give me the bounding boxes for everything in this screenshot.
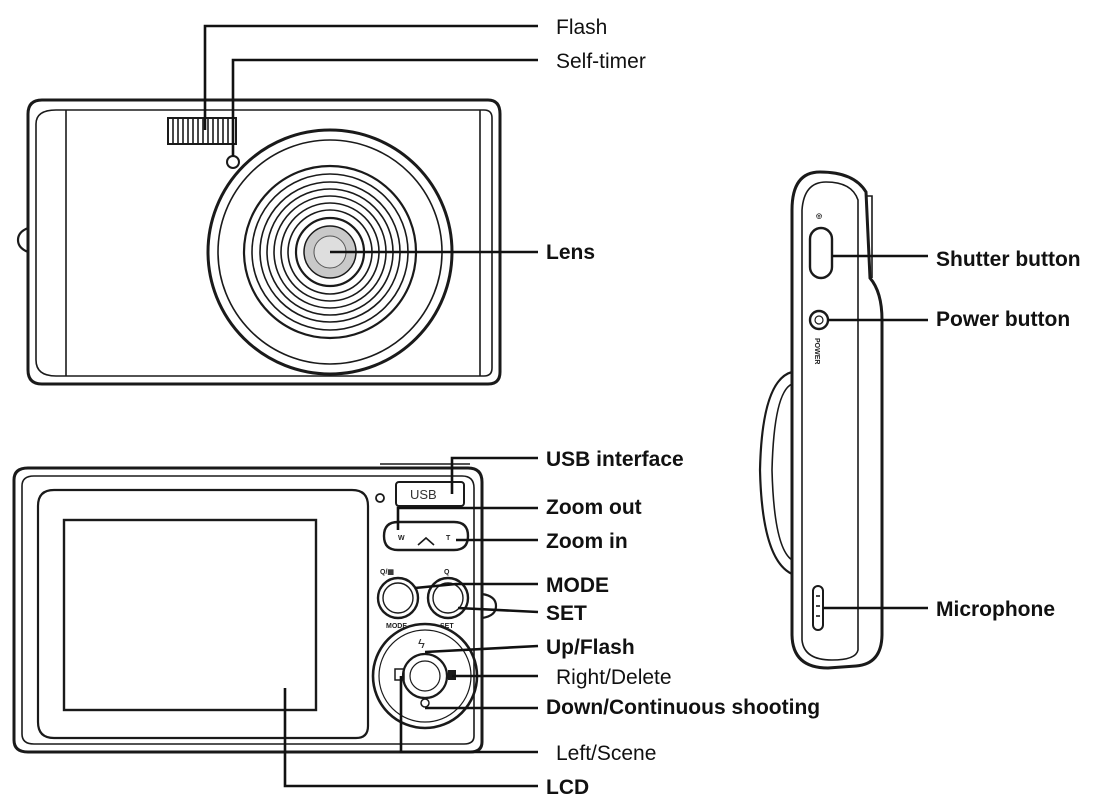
label-microphone: Microphone: [936, 598, 1055, 621]
down-continuous-icon: [420, 698, 430, 708]
label-right-delete: Right/Delete: [556, 666, 672, 689]
self-timer-lamp: [226, 155, 240, 169]
label-power-button: Power button: [936, 308, 1070, 331]
label-down-continuous: Down/Continuous shooting: [546, 696, 820, 719]
lcd-screen: [62, 518, 318, 712]
power-vertical-marking: POWER: [813, 338, 820, 364]
up-flash-icon: ϟ: [418, 636, 425, 651]
label-zoom-in: Zoom in: [546, 530, 628, 553]
camera-back-view: USB W T Q/▦ MODE Q SET ϟ: [12, 463, 498, 754]
label-lcd: LCD: [546, 776, 589, 799]
usb-marking: USB: [410, 487, 437, 502]
shutter-icon: ◎: [816, 213, 822, 220]
zoom-rocker[interactable]: [382, 520, 470, 552]
set-small-marking: SET: [440, 623, 454, 630]
label-usb-interface: USB interface: [546, 448, 684, 471]
microphone-slot: [812, 585, 824, 631]
usb-port-cover: [395, 481, 465, 507]
zoom-t-marking: T: [446, 535, 451, 542]
label-set: SET: [546, 602, 587, 625]
power-button[interactable]: [808, 309, 830, 331]
left-scene-icon: [394, 668, 405, 681]
label-shutter-button: Shutter button: [936, 248, 1081, 271]
camera-side-view: ◎ POWER: [758, 170, 884, 670]
zoom-w-marking: W: [398, 535, 405, 542]
label-self-timer: Self-timer: [556, 50, 646, 73]
callout-labels: Flash Self-timer Lens Shutter button Pow…: [546, 16, 1081, 799]
label-lens: Lens: [546, 241, 595, 264]
label-up-flash: Up/Flash: [546, 636, 635, 659]
set-zoom-icon: Q: [444, 569, 450, 576]
mode-small-marking: MODE: [386, 623, 407, 630]
leader-lines: [203, 24, 928, 788]
flash-window: [167, 117, 237, 145]
label-mode: MODE: [546, 574, 609, 597]
mode-playback-icon: Q/▦: [380, 569, 394, 576]
label-zoom-out: Zoom out: [546, 496, 642, 519]
set-button[interactable]: [426, 576, 470, 620]
mode-button[interactable]: [376, 576, 420, 620]
shutter-button[interactable]: [808, 226, 834, 280]
label-flash: Flash: [556, 16, 607, 39]
camera-front-view: [16, 98, 502, 386]
label-left-scene: Left/Scene: [556, 742, 656, 765]
